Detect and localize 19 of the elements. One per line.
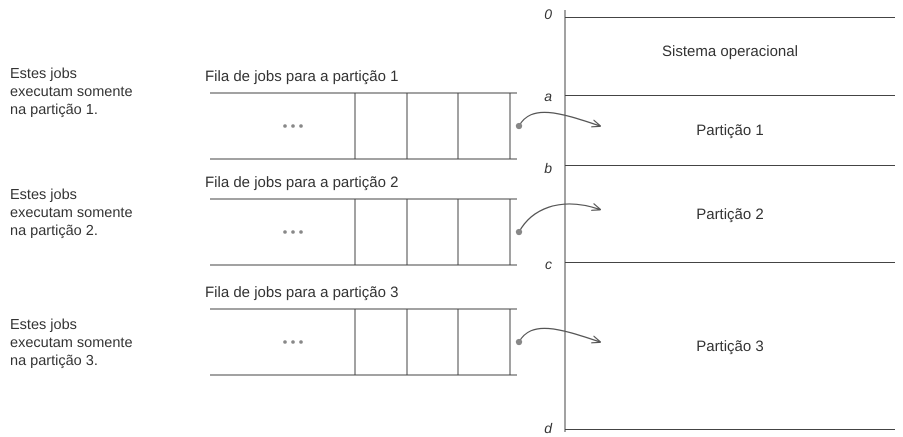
memory-partition — [565, 262, 895, 430]
partition-label: Partição 3 — [696, 338, 764, 354]
queue-title: Fila de jobs para a partição 1 — [205, 68, 398, 85]
note-text: Estes jobs executam somente na partição 1. — [10, 65, 134, 119]
arrow — [516, 112, 602, 130]
partition-label: Sistema operacional — [662, 43, 798, 60]
queue-title: Fila de jobs para a partição 2 — [205, 174, 398, 191]
address-label: 0 — [543, 6, 552, 22]
address-label: c — [544, 256, 552, 272]
queue-title: Fila de jobs para a partição 3 — [205, 284, 398, 301]
note-text: Estes jobs executam somente na partição 2. — [10, 186, 134, 240]
arrow — [516, 203, 602, 236]
address-label: d — [543, 420, 552, 436]
partition-label: Partição 2 — [696, 206, 764, 222]
address-label: b — [543, 160, 552, 176]
partition-label: Partição 1 — [696, 122, 764, 139]
arrow — [516, 328, 602, 346]
note-text: Estes jobs executam somente na partição 3. — [10, 316, 134, 370]
address-label: a — [543, 88, 552, 104]
